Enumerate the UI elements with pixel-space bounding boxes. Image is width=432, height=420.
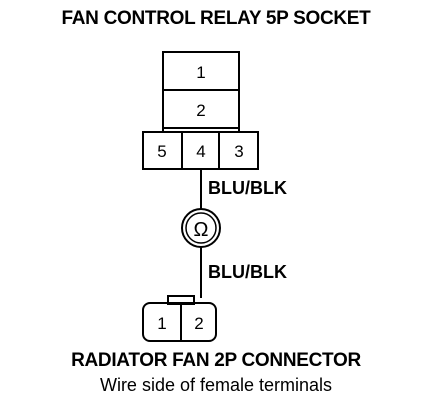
fan-connector: 1 2 [142,295,217,342]
relay-socket: 1 2 5 4 3 [142,51,259,170]
terminal-5-label: 5 [157,142,166,161]
relay-socket-title: FAN CONTROL RELAY 5P SOCKET [61,8,371,29]
upper-wire-label: BLU/BLK [208,178,287,198]
fan-connector-title: RADIATOR FAN 2P CONNECTOR [71,350,361,371]
terminal-2-cell [162,89,240,129]
fan-connector-subtitle: Wire side of female terminals [99,375,333,395]
terminal-4-label: 4 [196,142,205,161]
fan-terminal-1-label: 1 [157,314,166,333]
connector-body [142,302,217,342]
terminal-1-label: 1 [196,63,205,82]
ohm-symbol: Ω [194,219,209,241]
ohmmeter-icon: Ω [181,208,221,248]
terminal-2-label: 2 [196,101,205,120]
lower-wire-label: BLU/BLK [208,262,287,282]
fan-terminal-2-label: 2 [194,314,203,333]
terminal-3-label: 3 [234,142,243,161]
